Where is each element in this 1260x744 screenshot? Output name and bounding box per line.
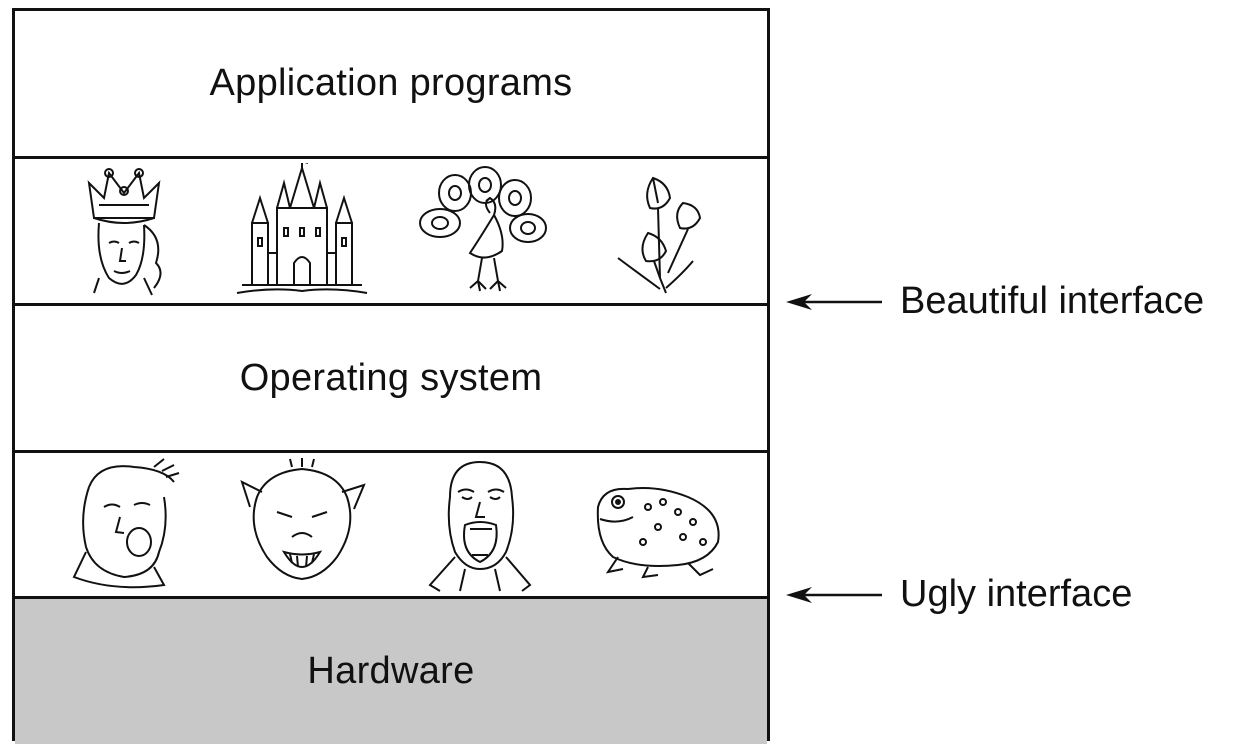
peacock-icon: [405, 163, 555, 299]
screaming-face-icon: [405, 457, 555, 593]
beautiful-interface-annotation: Beautiful interface: [784, 280, 1204, 323]
ugly-interface-label: Ugly interface: [900, 573, 1133, 615]
divider-1: [15, 156, 767, 159]
divider-4: [15, 596, 767, 599]
os-layer: Operating system: [15, 306, 767, 450]
left-arrow-icon: [786, 586, 882, 603]
hardware-layer: Hardware: [15, 599, 767, 744]
toad-icon: [583, 457, 733, 593]
divider-3: [15, 450, 767, 453]
left-arrow-icon: [786, 293, 882, 310]
layer-stack: Application programs: [12, 8, 770, 744]
beautiful-interface-label: Beautiful interface: [900, 280, 1205, 322]
hardware-label: Hardware: [307, 650, 475, 692]
application-label: Application programs: [209, 62, 573, 104]
os-label: Operating system: [239, 356, 543, 399]
flower-icon: [583, 163, 733, 299]
castle-icon: [227, 163, 377, 299]
ugly-pictures-row: [15, 453, 767, 596]
divider-2: [15, 303, 767, 306]
application-layer: Application programs: [15, 11, 767, 156]
grimacing-man-icon: [49, 457, 199, 593]
beautiful-pictures-row: [15, 159, 767, 303]
snarling-beast-icon: [227, 457, 377, 593]
queen-icon: [49, 163, 199, 299]
ugly-interface-annotation: Ugly interface: [784, 573, 1132, 616]
